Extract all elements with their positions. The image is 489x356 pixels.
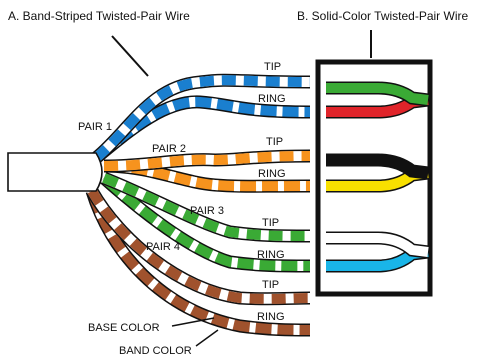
pair-2-label: PAIR 2 [152, 143, 186, 155]
pair-2-ring-bands [103, 161, 311, 192]
pair-2-tip-bands [103, 151, 311, 171]
pair-2-tip-label: TIP [266, 136, 283, 148]
pair-4-ring-label: RING [257, 311, 285, 323]
pair-4-ring-bands [87, 189, 311, 335]
pair-2-ring-label: RING [258, 168, 286, 180]
pair-3-ring-bands [100, 174, 311, 271]
pair-1-label: PAIR 1 [78, 121, 112, 133]
cable-jacket [7, 152, 103, 192]
pair-1-tip-wire [92, 75, 311, 162]
band-striped-heading: A. Band-Striped Twisted-Pair Wire [8, 9, 190, 23]
pair-3-tip-label: TIP [262, 217, 279, 229]
solid-pair-1-top-wire [326, 83, 429, 105]
pair-4-tip-label: TIP [262, 279, 279, 291]
base-color-leader [171, 317, 215, 327]
pair-4-tip-bands [87, 188, 311, 304]
pair-3-tip-bands [102, 173, 311, 241]
solid-pair-3-top-wire [326, 233, 429, 257]
band-color-leader [195, 329, 219, 347]
pair-1-tip-label: TIP [264, 61, 281, 73]
base-color-label: BASE COLOR [88, 322, 160, 334]
solid-color-heading: B. Solid-Color Twisted-Pair Wire [297, 9, 468, 23]
pair-1-ring-bands [92, 96, 311, 162]
pair-3-label: PAIR 3 [190, 205, 224, 217]
solid-color-wires [326, 81, 429, 273]
solid-pair-2-top-wire [326, 155, 429, 178]
band-striped-leader [111, 35, 149, 77]
pair-4-label: PAIR 4 [146, 241, 180, 253]
pair-3-ring-label: RING [257, 249, 285, 261]
band-color-label: BAND COLOR [119, 345, 192, 356]
band-striped-wires [85, 73, 311, 337]
pair-1-ring-label: RING [258, 93, 286, 105]
